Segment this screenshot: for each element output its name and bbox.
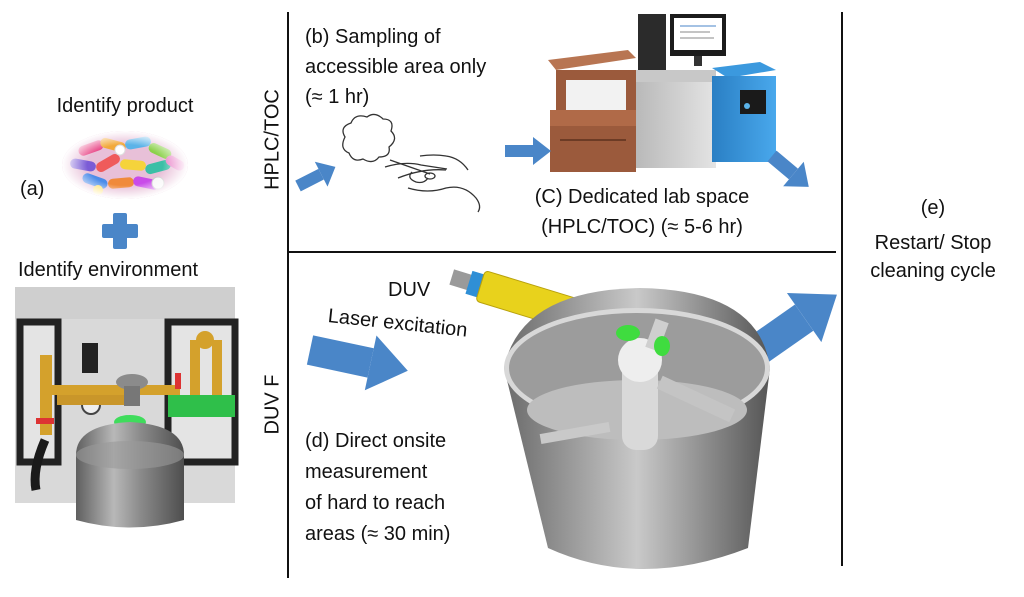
laser-label-line-1: DUV [388,279,431,301]
swab-hand-illustration [342,113,481,213]
arrow-to-sampling [295,161,336,192]
duv-line-1: (d) Direct onsite [305,430,447,452]
restart-line-2: Restart/ Stop [874,232,992,254]
lab-space-line-1: (C) Dedicated lab space [534,186,750,208]
panel-a-label: (a) [20,178,45,200]
identify-environment-label: Identify environment [18,259,199,281]
arrow-to-lab [505,137,551,165]
identify-product-label: Identify product [56,95,194,117]
plus-icon [102,213,138,249]
cleaning-vessel-illustration [449,269,770,569]
sampling-line-2: accessible area only [305,56,487,78]
sampling-line-1: (b) Sampling of [305,26,441,48]
arrow-to-duv [306,335,408,391]
lab-space-line-2: (HPLC/TOC) (≈ 5-6 hr) [541,216,743,238]
duv-line-3: of hard to reach [305,492,446,514]
duv-line-4: areas (≈ 30 min) [305,523,451,545]
restart-line-3: cleaning cycle [870,260,996,282]
restart-label: (e) [920,197,946,219]
sampling-line-3: (≈ 1 hr) [305,86,370,108]
lab-instrument-illustration [548,14,776,172]
pills-image [62,131,188,199]
row-label-duv-f: DUV F [261,374,284,435]
row-label-hplc-toc: HPLC/TOC [261,89,284,190]
duv-line-2: measurement [305,461,428,483]
arrow-lab-to-restart [767,150,809,187]
environment-image [15,287,239,528]
